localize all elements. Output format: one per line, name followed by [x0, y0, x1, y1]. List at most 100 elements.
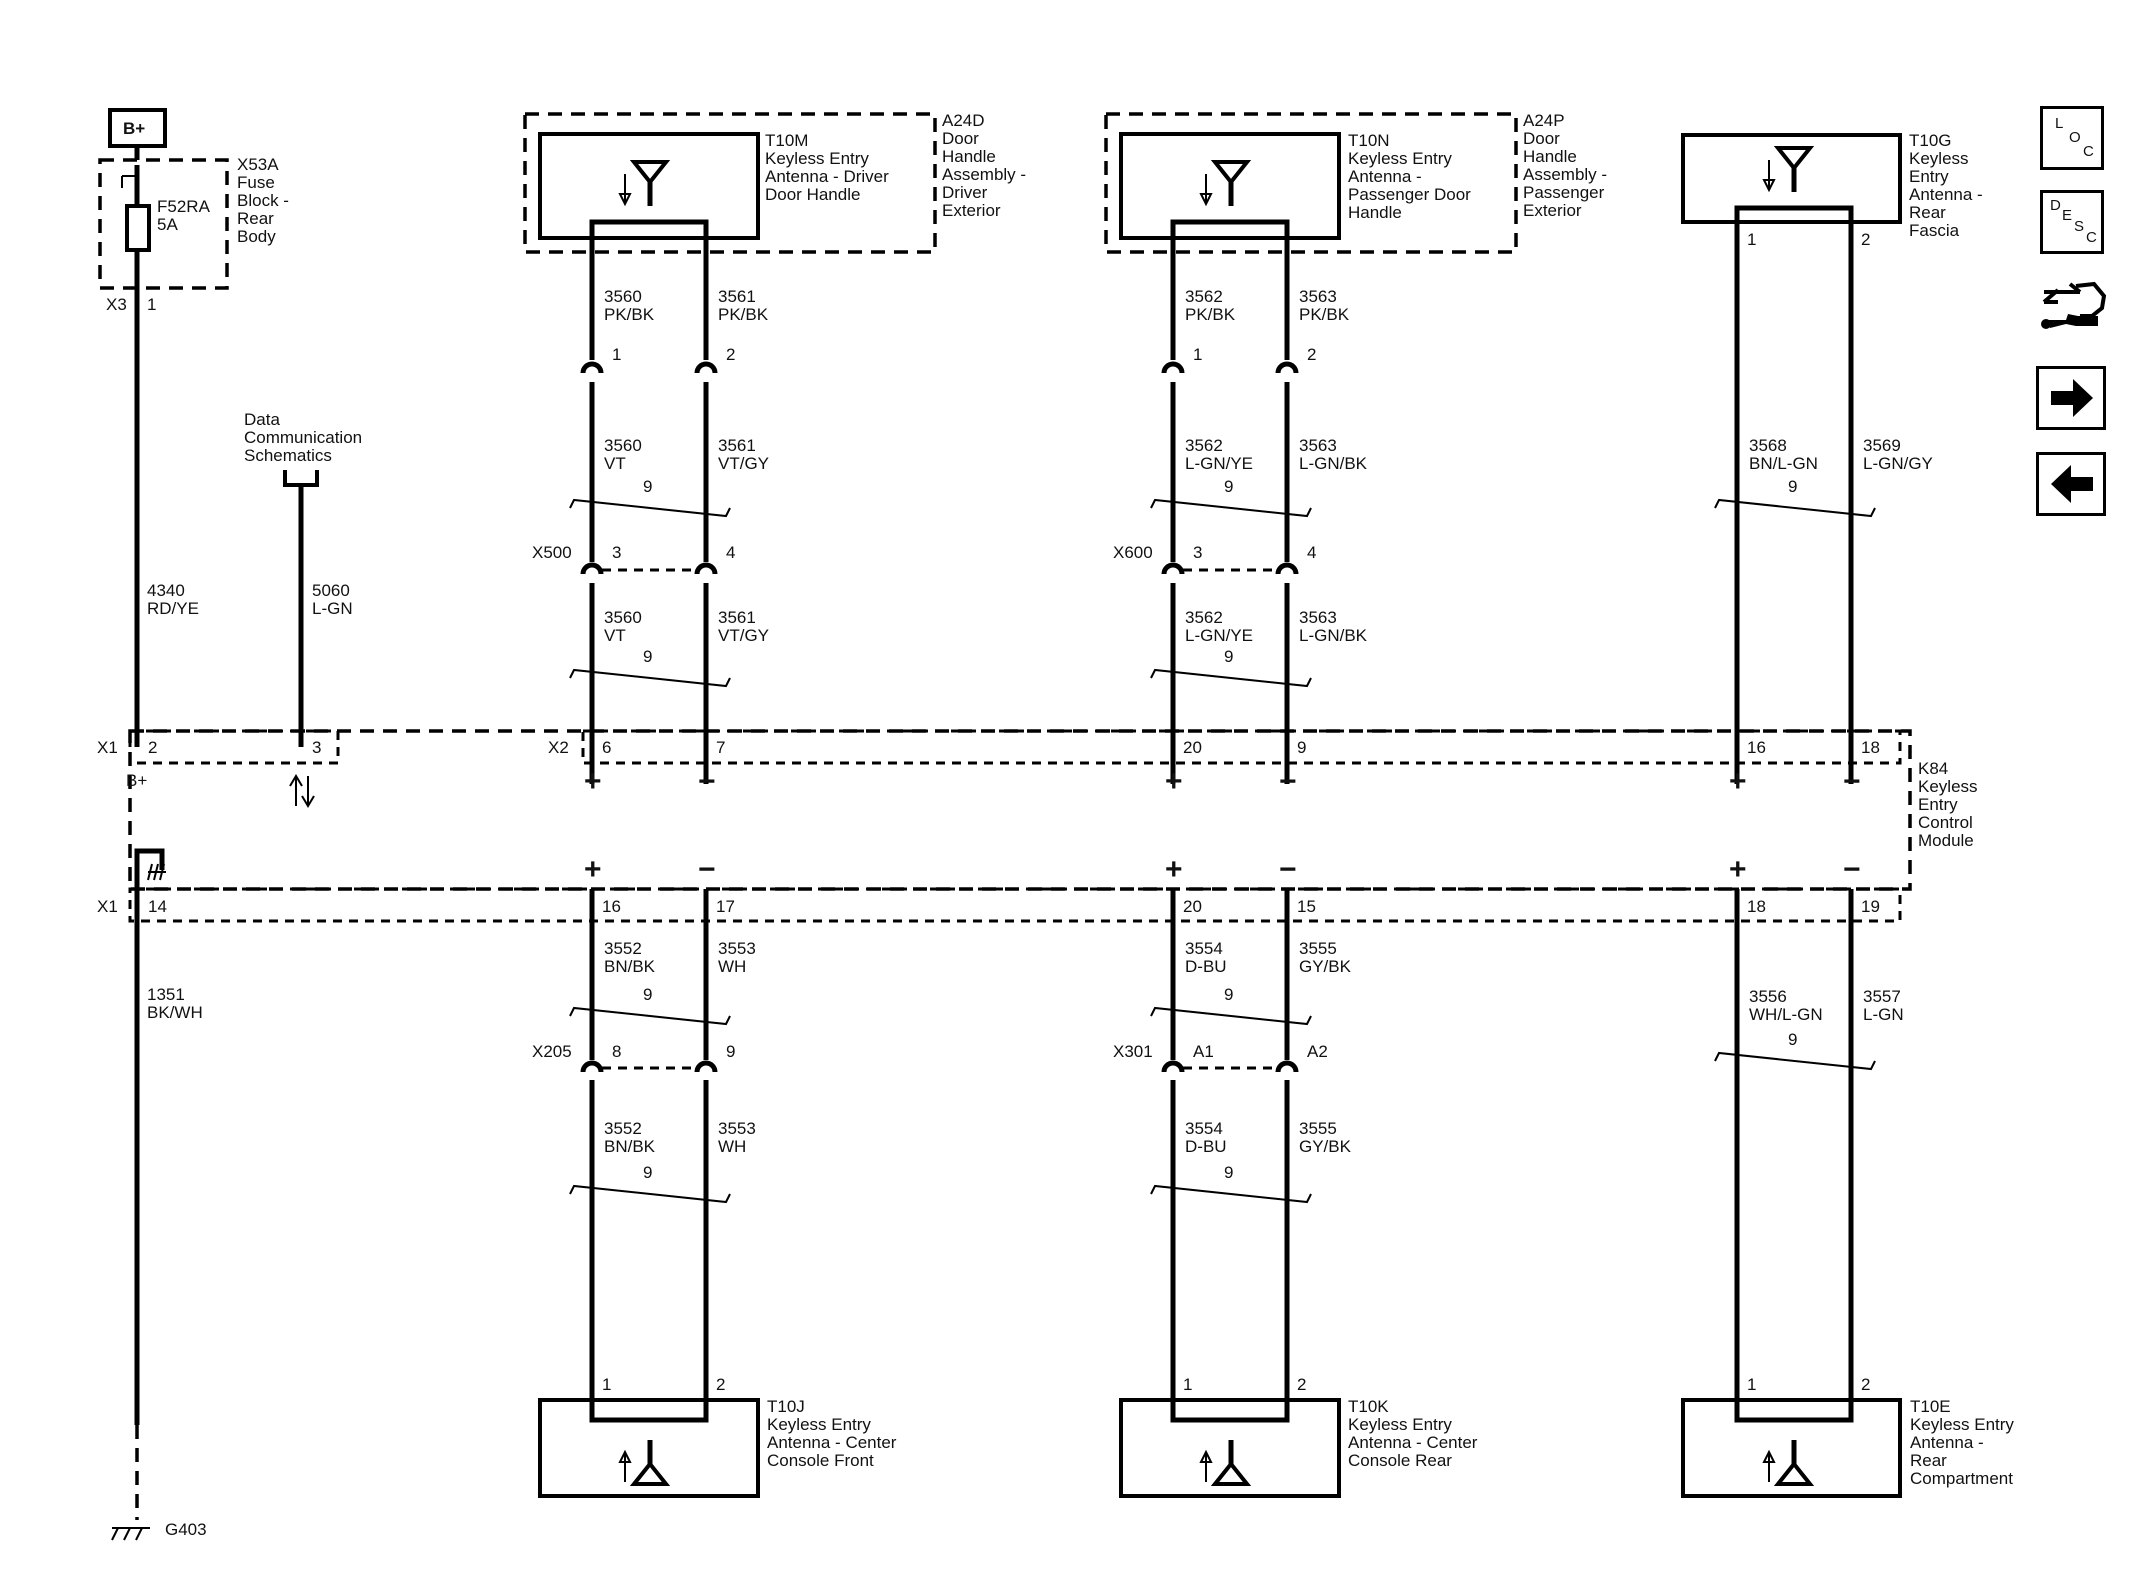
bot-ch2-component-box	[1119, 1398, 1341, 1498]
top-ch3-component-name-line-3: Entry	[1909, 167, 1949, 186]
top-ch3-component-name-line-1: T10G	[1909, 131, 1952, 150]
data-link-title-line-3: Schematics	[244, 446, 332, 465]
bot-ch2-antenna-loop	[1170, 1410, 1290, 1423]
bot-ch2-seg2-a-color: D-BU	[1185, 1137, 1227, 1156]
bot-ch2-seg1-a-color: D-BU	[1185, 957, 1227, 976]
top-ch1-component-name-line-1: T10M	[765, 131, 808, 150]
loc-letter-1: L	[2055, 115, 2064, 132]
module-x1-upper-connector	[128, 729, 340, 765]
bot-ch2-seg1-twist-mark	[1150, 1006, 1312, 1026]
top-ch2-seg3-a-circuit: 3562	[1185, 608, 1223, 627]
top-ch1-assembly-name-line-2: Door	[942, 129, 979, 148]
top-ch2-seg2-a-circuit: 3562	[1185, 436, 1223, 455]
top-ch2-seg2-a-color: L-GN/YE	[1185, 454, 1253, 473]
bot-ch2-seg1-twist-label: 9	[1224, 985, 1233, 1004]
bot-ch2-seg2-a-circuit: 3554	[1185, 1119, 1223, 1138]
module-box	[128, 729, 1912, 891]
ground-g403-label: G403	[165, 1520, 207, 1539]
bot-ch1-antenna-loop	[589, 1410, 709, 1423]
top-ch2-inline-conn-b	[1275, 361, 1299, 374]
location-button[interactable]: L O C	[2040, 106, 2104, 170]
top-ch2-seg3-a-color: L-GN/YE	[1185, 626, 1253, 645]
next-page-button[interactable]	[2036, 366, 2106, 430]
top-ch3-component-name-line-4: Antenna -	[1909, 185, 1983, 204]
top-ch1-seg1-a-color: PK/BK	[604, 305, 655, 324]
module-name-line-2: Keyless	[1918, 777, 1978, 796]
bot-ch2-seg2-b-circuit: 3555	[1299, 1119, 1337, 1138]
loc-letter-3: C	[2083, 143, 2094, 160]
desc-letter-3: S	[2074, 218, 2085, 235]
top-ch3-component-box	[1681, 133, 1902, 224]
top-ch2-seg2-twist-label: 9	[1224, 477, 1233, 496]
top-ch3-wire-b-color: L-GN/GY	[1863, 454, 1933, 473]
bot-ch3-antenna-pin-b: 2	[1861, 1375, 1870, 1394]
top-ch3-component-name-line-2: Keyless	[1909, 149, 1969, 168]
fuse-block-name-line-1: X53A	[237, 155, 279, 174]
top-ch2-splice-conn-a	[1161, 562, 1185, 575]
diagnostic-button[interactable]	[2036, 272, 2110, 346]
data-link-title-line-2: Communication	[244, 428, 362, 447]
description-button[interactable]: D E S C	[2040, 190, 2104, 254]
top-ch2-seg1-b-circuit: 3563	[1299, 287, 1337, 306]
top-ch1-assembly-name-line-1: A24D	[942, 111, 985, 130]
top-ch2-assembly-name-line-4: Assembly -	[1523, 165, 1607, 184]
top-ch1-plus-sign: +	[584, 765, 602, 798]
previous-page-button[interactable]	[2036, 452, 2106, 516]
desc-letter-2: E	[2062, 207, 2073, 224]
module-ground-symbol	[134, 848, 165, 885]
top-ch1-component-name-line-3: Antenna - Driver	[765, 167, 889, 186]
top-ch3-module-pin-b: 18	[1861, 738, 1880, 757]
top-ch1-seg3-b-circuit: 3561	[718, 608, 756, 627]
fuse-pin: 1	[147, 295, 156, 314]
top-ch2-splice-conn-b	[1275, 562, 1299, 575]
top-ch1-inline-pin-b: 2	[726, 345, 735, 364]
top-ch2-inline-conn-a	[1161, 361, 1185, 374]
bot-ch1-antenna-pin-b: 2	[716, 1375, 725, 1394]
top-ch2-component-name-line-5: Handle	[1348, 203, 1402, 222]
top-ch2-seg2-twist-mark	[1150, 498, 1312, 518]
module-name-line-1: K84	[1918, 759, 1948, 778]
bot-ch1-arrow-head	[618, 1449, 632, 1463]
top-ch2-splice-pin-b: 4	[1307, 543, 1316, 562]
top-ch2-antenna-loop	[1170, 219, 1290, 238]
top-ch1-seg3-twist-label: 9	[643, 647, 652, 666]
top-ch1-component-name-line-2: Keyless Entry	[765, 149, 869, 168]
top-ch3-twist-label: 9	[1788, 477, 1797, 496]
top-ch2-seg3-b-color: L-GN/BK	[1299, 626, 1368, 645]
top-ch2-assembly-name-line-6: Exterior	[1523, 201, 1582, 220]
top-ch2-component-name-line-4: Passenger Door	[1348, 185, 1471, 204]
fuse-rating: 5A	[157, 215, 178, 234]
top-ch2-seg3-twist-label: 9	[1224, 647, 1233, 666]
bot-ch2-arrow-head	[1199, 1449, 1213, 1463]
bot-ch1-component-name-line-3: Antenna - Center	[767, 1433, 897, 1452]
bot-ch1-seg1-twist-label: 9	[643, 985, 652, 1004]
ground-wire-label-circuit: 1351	[147, 985, 185, 1004]
bot-ch1-splice-conn-b	[694, 1060, 718, 1073]
bot-ch3-wire-a-color: WH/L-GN	[1749, 1005, 1823, 1024]
top-ch2-splice-pin-a: 3	[1193, 543, 1202, 562]
bot-ch3-component-box	[1681, 1398, 1902, 1498]
module-name-line-3: Entry	[1918, 795, 1958, 814]
top-ch1-component-box	[538, 132, 760, 240]
arrow-left-icon	[2051, 465, 2093, 503]
bot-ch3-wire-loop	[1734, 889, 1854, 1423]
bot-ch2-module-pin-a: 20	[1183, 897, 1202, 916]
top-ch2-splice-ref: X600	[1113, 543, 1153, 562]
module-x1-lower-label: X1	[97, 897, 118, 916]
top-ch2-component-box	[1119, 132, 1341, 240]
top-ch1-seg1-b-circuit: 3561	[718, 287, 756, 306]
top-ch2-module-pin-a: 20	[1183, 738, 1202, 757]
top-ch3-twist-mark	[1714, 498, 1876, 518]
top-ch2-seg2-b-circuit: 3563	[1299, 436, 1337, 455]
top-ch1-seg2-a-circuit: 3560	[604, 436, 642, 455]
fuse-block-name-line-5: Body	[237, 227, 276, 246]
top-ch1-seg3-b-color: VT/GY	[718, 626, 769, 645]
top-ch2-assembly-name-line-1: A24P	[1523, 111, 1565, 130]
bot-ch1-splice-ref: X205	[532, 1042, 572, 1061]
top-ch1-seg2-twist-label: 9	[643, 477, 652, 496]
top-ch3-wire-b-circuit: 3569	[1863, 436, 1901, 455]
bot-ch3-antenna-icon	[1773, 1460, 1815, 1486]
top-ch2-component-name-line-2: Keyless Entry	[1348, 149, 1452, 168]
bot-ch2-component-name-line-4: Console Rear	[1348, 1451, 1452, 1470]
bot-ch1-splice-pin-b: 9	[726, 1042, 735, 1061]
